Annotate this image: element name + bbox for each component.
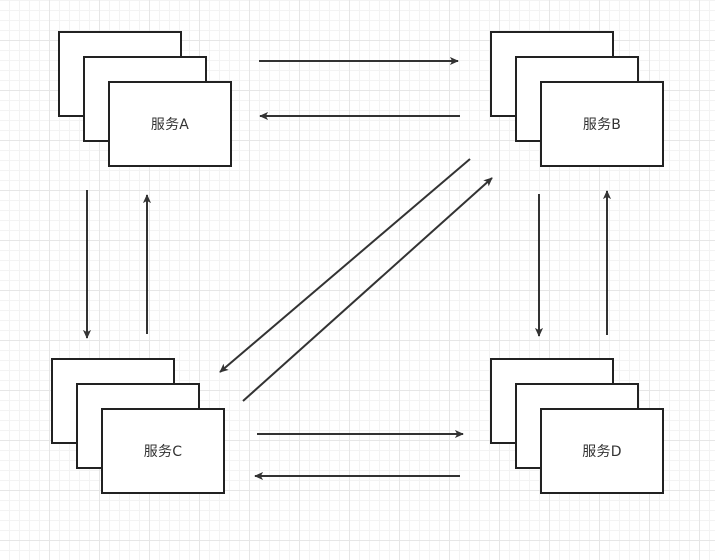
service-b-label: 服务B [582,117,622,133]
service-c-stack: 服务C [51,358,227,498]
arrow-c-to-b [242,177,493,402]
service-d-stack: 服务D [490,358,666,498]
arrow-b-to-c [219,158,471,373]
service-b-stack: 服务B [490,31,666,171]
service-d-instance-front[interactable]: 服务D [540,408,664,494]
service-b-instance-front[interactable]: 服务B [540,81,664,167]
service-d-label: 服务D [582,444,622,460]
service-c-label: 服务C [143,444,183,460]
service-a-label: 服务A [150,117,190,133]
service-c-instance-front[interactable]: 服务C [101,408,225,494]
service-a-instance-front[interactable]: 服务A [108,81,232,167]
service-a-stack: 服务A [58,31,234,171]
